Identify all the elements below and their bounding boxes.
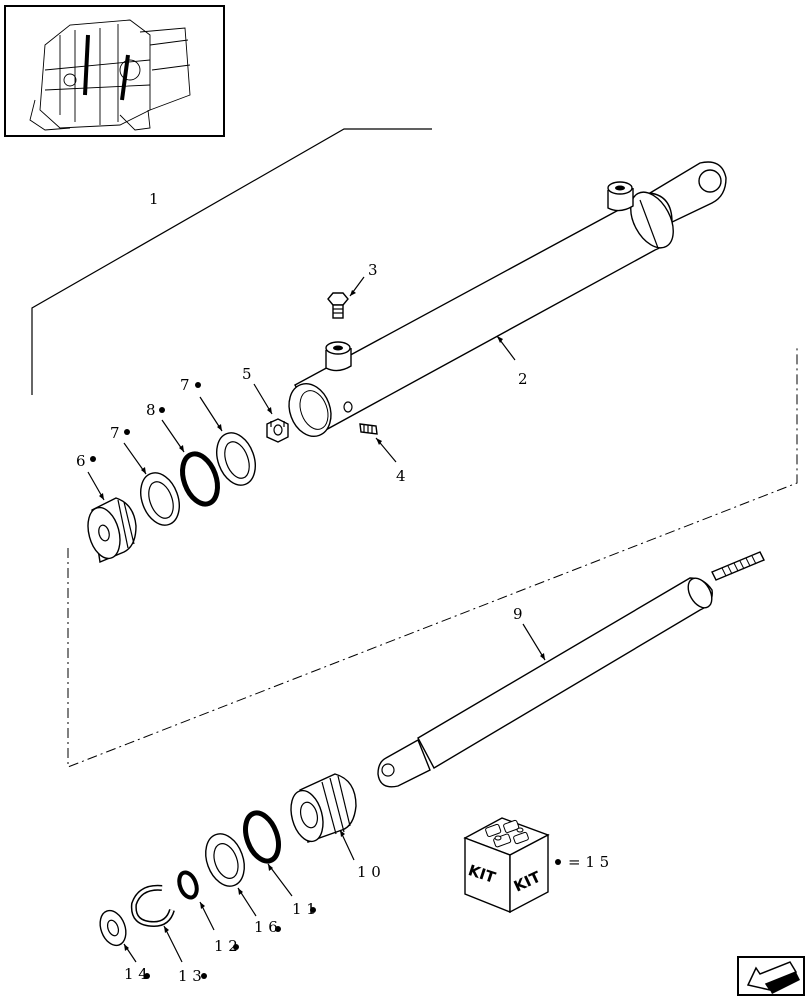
- callout-7-left: 7: [110, 424, 120, 442]
- callout-5: 5: [242, 365, 252, 383]
- part-8-o-ring[interactable]: [176, 449, 224, 509]
- callout-13: 1 3: [178, 967, 202, 985]
- part-7-washer-right[interactable]: [210, 427, 262, 490]
- part-9-piston-rod[interactable]: [377, 551, 765, 788]
- callout-14: 1 4: [124, 965, 148, 983]
- part-3-fitting[interactable]: [327, 292, 349, 319]
- kit-dot-11: [310, 907, 316, 913]
- part-13-snap-ring[interactable]: [130, 884, 175, 928]
- callout-9: 9: [513, 605, 523, 623]
- part-14-wiper[interactable]: [96, 907, 131, 949]
- callout-11: 1 1: [292, 900, 316, 918]
- callout-6: 6: [76, 452, 86, 470]
- assembly-boundary-line: [67, 347, 798, 768]
- callout-1: 1: [149, 190, 159, 208]
- previous-page-button[interactable]: [737, 956, 805, 996]
- kit-dot-13: [201, 973, 207, 979]
- kit-dot-7-left: [124, 429, 130, 435]
- kit-dot-14: [144, 973, 150, 979]
- callout-8: 8: [146, 401, 156, 419]
- machine-overview-thumbnail[interactable]: [4, 5, 225, 137]
- kit-dot-7-right: [195, 382, 201, 388]
- kit-dot-8: [159, 407, 165, 413]
- kit-box-icon: [463, 817, 550, 914]
- kit-legend-dot: [555, 859, 561, 865]
- callout-3: 3: [368, 261, 378, 279]
- part-12-o-ring[interactable]: [176, 870, 200, 900]
- kit-legend-equation: = 1 5: [568, 853, 609, 871]
- callout-4: 4: [396, 467, 406, 485]
- kit-dot-16: [275, 926, 281, 932]
- part-10-gland[interactable]: [286, 773, 357, 845]
- callout-2: 2: [518, 370, 528, 388]
- part-6-piston[interactable]: [83, 497, 137, 563]
- callout-12: 1 2: [214, 937, 238, 955]
- callout-16: 1 6: [254, 918, 278, 936]
- kit-dot-6: [90, 456, 96, 462]
- callout-7-right: 7: [180, 376, 190, 394]
- kit-dot-12: [233, 944, 239, 950]
- part-16-washer[interactable]: [199, 828, 251, 891]
- part-7-washer-left[interactable]: [134, 467, 186, 530]
- part-4-set-screw[interactable]: [359, 423, 378, 435]
- part-11-o-ring[interactable]: [239, 808, 284, 865]
- part-5-castle-nut[interactable]: [266, 418, 289, 443]
- group-1-leader: [31, 128, 432, 395]
- arrow-left-icon: [746, 961, 800, 994]
- cylinder-barrel[interactable]: [282, 161, 727, 442]
- callout-10: 1 0: [357, 863, 381, 881]
